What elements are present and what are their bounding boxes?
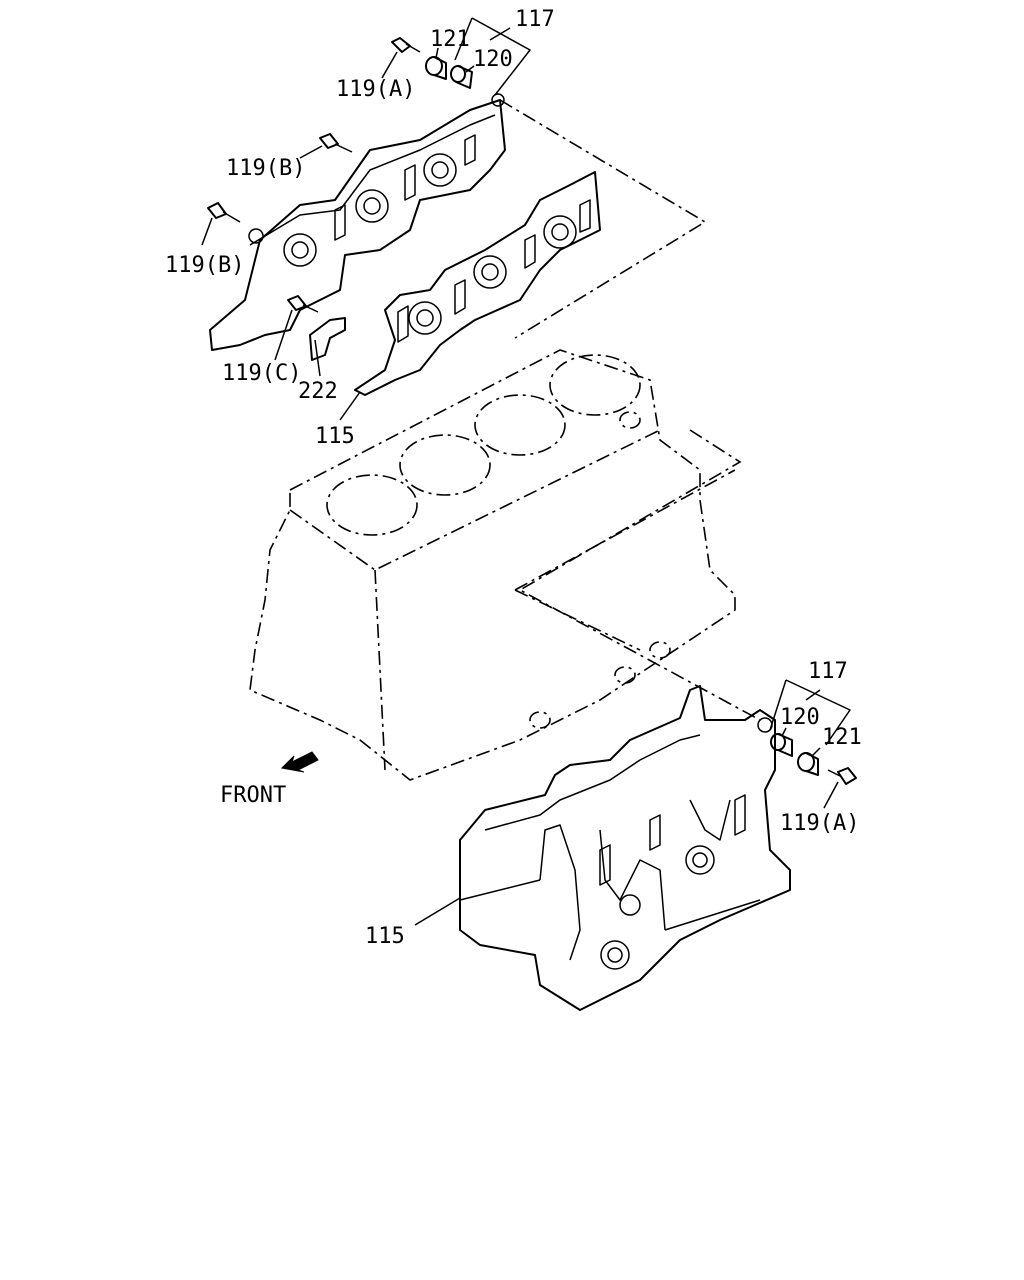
label-222: 222 xyxy=(298,379,338,404)
label-front: FRONT xyxy=(220,783,286,808)
sleeve-120-top xyxy=(450,65,473,89)
label-119b-lower: 119(B) xyxy=(165,253,244,278)
label-119a-top: 119(A) xyxy=(336,77,415,102)
collar-121-bottom xyxy=(797,752,819,776)
label-120-top: 120 xyxy=(473,47,513,72)
bracket-222 xyxy=(309,317,346,361)
label-115-bottom: 115 xyxy=(365,924,405,949)
label-121-bottom: 121 xyxy=(822,725,862,750)
label-121-top: 121 xyxy=(430,27,470,52)
label-115-top: 115 xyxy=(315,424,355,449)
engine-block-phantom xyxy=(249,349,736,781)
label-117-bottom: 117 xyxy=(808,659,848,684)
label-120-bottom: 120 xyxy=(780,705,820,730)
bolt-119b-lower xyxy=(207,202,241,223)
label-119a-bottom: 119(A) xyxy=(780,811,859,836)
label-119b-upper: 119(B) xyxy=(226,156,305,181)
leader-bottom xyxy=(518,429,761,721)
upper-heat-shield-115 xyxy=(209,93,601,396)
bolt-119b-upper xyxy=(319,133,353,153)
front-arrow-icon xyxy=(280,751,319,773)
label-117-top: 117 xyxy=(515,7,555,32)
callout-labels: 117 121 120 119(A) 119(B) 119(B) 119(C) … xyxy=(165,7,862,949)
lower-heat-shield-115 xyxy=(459,685,791,1011)
label-119c: 119(C) xyxy=(222,361,301,386)
collar-121-top xyxy=(425,56,447,80)
bolt-119a-top xyxy=(391,37,421,53)
bolt-119a-bottom xyxy=(827,767,857,785)
bolt-119c xyxy=(287,295,319,313)
leader-top xyxy=(499,99,707,339)
leader-lines xyxy=(201,17,851,926)
sleeve-120-bottom xyxy=(770,733,793,757)
